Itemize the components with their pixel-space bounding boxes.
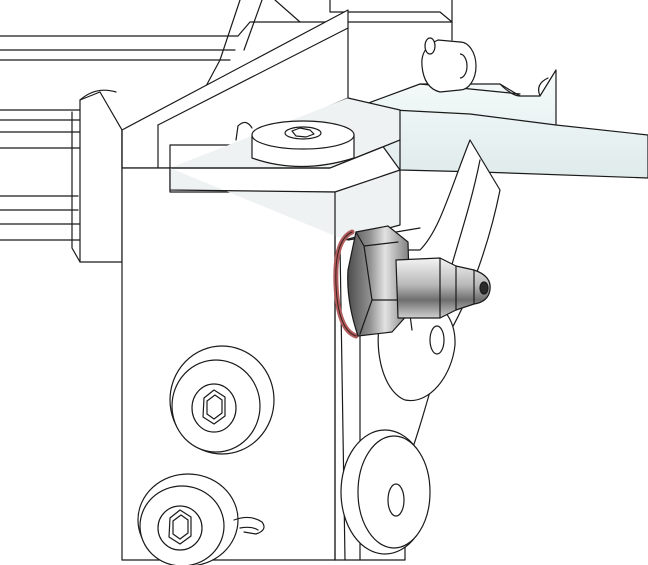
socket-head-bolt	[169, 345, 275, 455]
support-bracket	[121, 129, 421, 561]
cotter-pin	[233, 516, 265, 535]
sealing-washer	[333, 229, 359, 339]
cap-screw	[235, 120, 355, 168]
shaft-end-left	[71, 89, 123, 263]
socket-head-bolt-lower	[137, 473, 239, 565]
pivot-washer	[340, 429, 431, 555]
roller-bearing	[421, 37, 477, 93]
top-rail	[0, 0, 453, 241]
grease-fitting	[395, 257, 491, 319]
